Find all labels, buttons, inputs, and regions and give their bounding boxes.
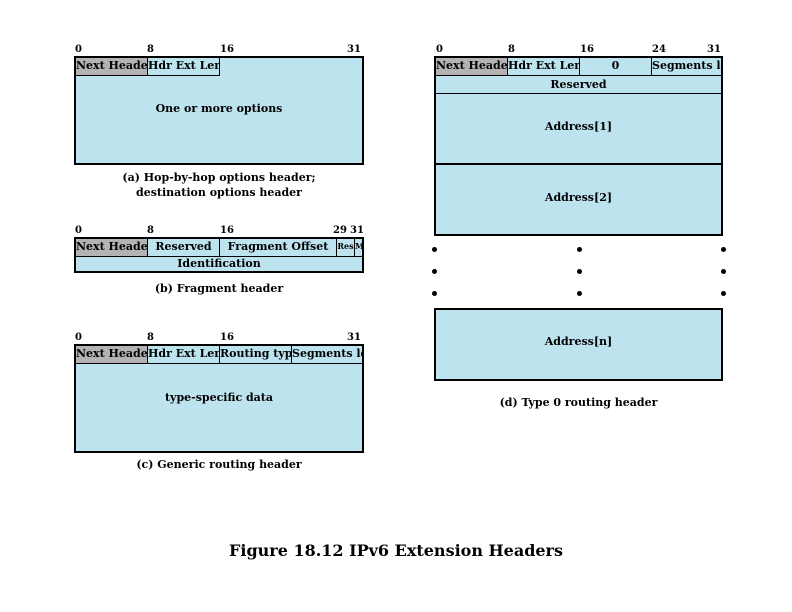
bit-8-label: 8 bbox=[147, 44, 154, 55]
bit-31-label: 31 bbox=[347, 332, 361, 343]
hdr-ext-len-field: Hdr Ext Len bbox=[148, 346, 220, 364]
generic-routing-box: Next Header Hdr Ext Len Routing type Seg… bbox=[74, 344, 364, 453]
ellipsis-dot bbox=[721, 291, 726, 296]
fragment-header-box: Next Header Reserved Fragment Offset Res… bbox=[74, 237, 364, 273]
next-header-field: Next Header bbox=[76, 239, 148, 257]
address2-box: Address[2] bbox=[434, 163, 723, 236]
m-flag-field: M bbox=[355, 239, 362, 257]
reserved-divider bbox=[436, 93, 721, 94]
hop-header-box: Next Header Hdr Ext Len One or more opti… bbox=[74, 56, 364, 165]
type0-header-box: Next Header Hdr Ext Len 0 Segments left … bbox=[434, 56, 723, 165]
ellipsis-dot bbox=[432, 269, 437, 274]
bit-8-label: 8 bbox=[508, 44, 515, 55]
generic-caption: (c) Generic routing header bbox=[136, 458, 302, 471]
res-field: Res bbox=[337, 239, 355, 257]
next-header-field: Next Header bbox=[76, 346, 148, 364]
ellipsis-dot bbox=[432, 291, 437, 296]
bit-0-label: 0 bbox=[75, 332, 82, 343]
bit-0-label: 0 bbox=[75, 44, 82, 55]
bit-16-label: 16 bbox=[220, 225, 234, 236]
bit-8-label: 8 bbox=[147, 225, 154, 236]
ellipsis-dot bbox=[721, 247, 726, 252]
bit-8-label: 8 bbox=[147, 332, 154, 343]
identification-field: Identification bbox=[177, 257, 261, 270]
fragment-offset-field: Fragment Offset bbox=[220, 239, 337, 257]
addressn-label: Address[n] bbox=[544, 335, 613, 348]
ellipsis-dot bbox=[721, 269, 726, 274]
bit-31-label: 31 bbox=[350, 225, 364, 236]
figure-title: Figure 18.12 IPv6 Extension Headers bbox=[229, 541, 563, 560]
hop-caption-line2: destination options header bbox=[136, 186, 302, 199]
hop-caption-line1: (a) Hop-by-hop options header; bbox=[122, 171, 316, 184]
ellipsis-dot bbox=[432, 247, 437, 252]
fragment-caption: (b) Fragment header bbox=[154, 282, 284, 295]
bit-16-label: 16 bbox=[580, 44, 594, 55]
hop-caption: (a) Hop-by-hop options header; destinati… bbox=[74, 170, 364, 200]
bit-29-label: 29 bbox=[333, 225, 347, 236]
segments-left-field: Segments left bbox=[292, 346, 362, 364]
reserved-field: Reserved bbox=[550, 78, 607, 91]
bit-31-label: 31 bbox=[347, 44, 361, 55]
bit-0-label: 0 bbox=[75, 225, 82, 236]
next-header-field: Next Header bbox=[76, 58, 148, 76]
hdr-ext-len-field: Hdr Ext Len bbox=[508, 58, 580, 76]
routing-type-field: Routing type bbox=[220, 346, 292, 364]
ellipsis-dot bbox=[577, 291, 582, 296]
zero-field: 0 bbox=[580, 58, 652, 76]
addressn-box: Address[n] bbox=[434, 308, 723, 381]
type0-caption: (d) Type 0 routing header bbox=[499, 396, 658, 409]
hdr-ext-len-field: Hdr Ext Len bbox=[148, 58, 220, 76]
bit-16-label: 16 bbox=[220, 44, 234, 55]
address1-label: Address[1] bbox=[544, 120, 613, 133]
bit-16-label: 16 bbox=[220, 332, 234, 343]
segments-left-field: Segments left bbox=[652, 58, 721, 76]
bit-0-label: 0 bbox=[436, 44, 443, 55]
reserved-field: Reserved bbox=[148, 239, 220, 257]
options-label: One or more options bbox=[155, 102, 283, 115]
ellipsis-dot bbox=[577, 247, 582, 252]
ellipsis-dot bbox=[577, 269, 582, 274]
bit-31-label: 31 bbox=[707, 44, 721, 55]
next-header-field: Next Header bbox=[436, 58, 508, 76]
bit-24-label: 24 bbox=[652, 44, 666, 55]
address2-label: Address[2] bbox=[544, 191, 613, 204]
type-specific-data-label: type-specific data bbox=[164, 391, 274, 404]
